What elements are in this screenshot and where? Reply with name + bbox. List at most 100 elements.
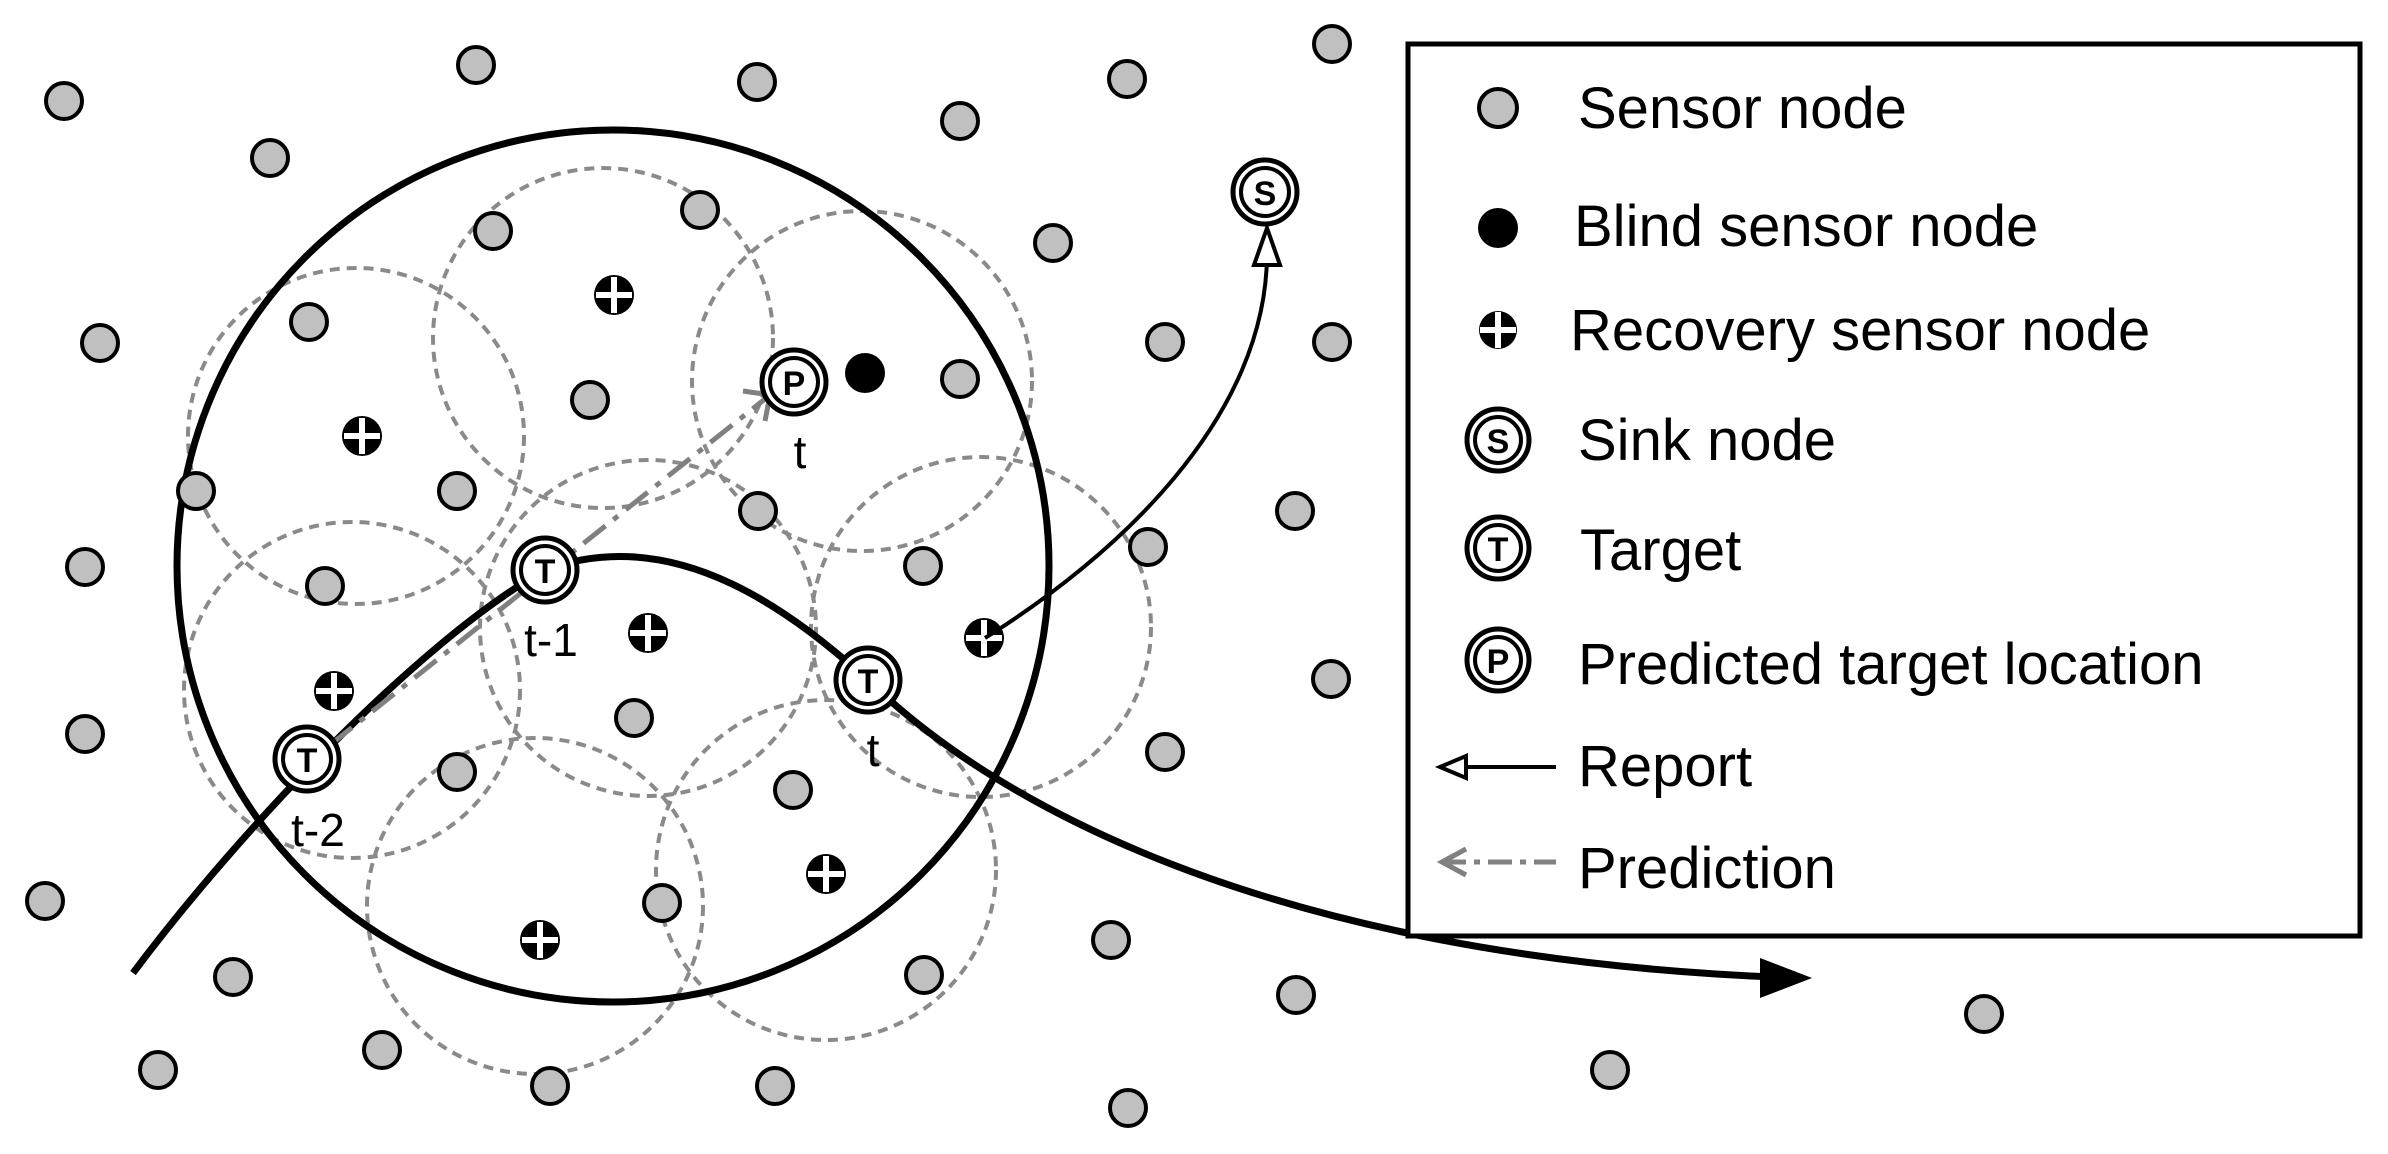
trajectory-arrowhead — [1760, 958, 1812, 998]
sensor-node — [940, 359, 980, 399]
sensor-node — [65, 547, 105, 587]
blind-sensor-node — [845, 353, 885, 393]
sensor-node — [903, 546, 943, 586]
recovery-sensor-node — [594, 275, 634, 315]
target-glyph: T — [858, 663, 879, 701]
predicted-time-label: t — [794, 426, 807, 478]
sensing-range-circles — [182, 166, 1153, 1076]
report-arrowhead — [1251, 221, 1283, 267]
legend-blind-icon — [1478, 208, 1518, 248]
recovery-sensor-node — [964, 618, 1004, 658]
sensor-node — [570, 380, 610, 420]
sensor-node — [737, 62, 777, 102]
sensor-node — [305, 566, 345, 606]
sensor-node — [1091, 920, 1131, 960]
legend-glyph: P — [1487, 643, 1510, 681]
legend-label: Blind sensor node — [1574, 194, 2038, 259]
sensor-node — [680, 190, 720, 230]
target-time-label: t-1 — [524, 614, 578, 666]
legend-sink-icon: S — [1464, 406, 1532, 474]
legend-label: Sensor node — [1578, 76, 1907, 141]
sensor-node — [940, 101, 980, 141]
sensor-node — [1275, 491, 1315, 531]
target-glyph: T — [535, 553, 556, 591]
legend: Sensor node Blind sensor node Recovery s… — [1405, 41, 2363, 939]
legend-label: Report — [1578, 734, 1752, 799]
tracking-region-circle — [173, 126, 1053, 1006]
sensor-node — [1145, 322, 1185, 362]
target-node-t-2: T — [272, 724, 342, 794]
target-glyph: T — [297, 742, 318, 780]
legend-glyph: S — [1487, 423, 1510, 461]
range-circle — [809, 455, 1153, 799]
sensor-node — [904, 955, 944, 995]
legend-sensor-icon — [1477, 87, 1519, 129]
sensor-node — [614, 698, 654, 738]
sensor-node — [773, 770, 813, 810]
sensor-node — [44, 81, 84, 121]
legend-glyph: T — [1488, 531, 1509, 569]
sensor-node — [473, 211, 513, 251]
sensor-node — [25, 881, 65, 921]
sensor-node — [1312, 322, 1352, 362]
legend-predicted-icon: P — [1464, 626, 1532, 694]
sensor-node — [250, 138, 290, 178]
target-time-label: t-2 — [291, 804, 345, 856]
sensor-node — [456, 45, 496, 85]
legend-label: Target — [1580, 518, 1741, 583]
sensor-node — [65, 714, 105, 754]
sensor-node — [1276, 975, 1316, 1015]
sensor-node — [437, 471, 477, 511]
target-node-t: T — [833, 645, 903, 715]
sensor-node — [362, 1030, 402, 1070]
range-circle — [478, 458, 818, 798]
legend-prediction-arrow-icon — [1436, 846, 1556, 878]
sensor-node — [80, 323, 120, 363]
predicted-target-node: P — [759, 347, 829, 417]
legend-label: Predicted target location — [1578, 632, 2203, 697]
sensor-node — [437, 752, 477, 792]
sensor-node — [1311, 659, 1351, 699]
sink-glyph: S — [1254, 175, 1277, 213]
report-arrow — [983, 247, 1270, 640]
sensor-node — [213, 957, 253, 997]
recovery-sensor-node — [628, 613, 668, 653]
sink-node: S — [1230, 157, 1300, 227]
legend-target-icon: T — [1464, 514, 1532, 582]
sensor-node — [1107, 59, 1147, 99]
range-circle — [186, 266, 526, 606]
range-circle — [431, 166, 775, 510]
sensor-node — [738, 491, 778, 531]
range-circle — [182, 520, 522, 860]
sensor-node — [530, 1066, 570, 1106]
legend-label: Sink node — [1578, 408, 1836, 473]
sensor-node — [755, 1066, 795, 1106]
sensor-node — [1033, 223, 1073, 263]
predicted-glyph: P — [783, 365, 806, 403]
recovery-sensor-node — [342, 416, 382, 456]
sensor-node — [1145, 732, 1185, 772]
sensor-node — [138, 1050, 178, 1090]
sensor-nodes — [25, 24, 2004, 1128]
legend-recovery-icon — [1479, 311, 1517, 349]
sensor-node — [642, 883, 682, 923]
sensor-node — [1128, 527, 1168, 567]
recovery-sensor-node — [806, 854, 846, 894]
sensor-node — [1590, 1050, 1630, 1090]
recovery-sensor-node — [314, 671, 354, 711]
sensor-node — [289, 302, 329, 342]
legend-report-arrow-icon — [1434, 752, 1556, 782]
range-circle — [654, 698, 998, 1042]
recovery-sensor-node — [520, 920, 560, 960]
target-time-label: t — [867, 724, 880, 776]
sensor-node — [1964, 994, 2004, 1034]
legend-box — [1405, 41, 2363, 939]
legend-label: Recovery sensor node — [1570, 298, 2150, 363]
sensor-node — [1312, 24, 1352, 64]
sensor-node — [176, 471, 216, 511]
legend-label: Prediction — [1578, 836, 1836, 901]
target-node-t-1: T — [510, 535, 580, 605]
recovery-sensor-nodes — [314, 275, 1004, 960]
sensor-node — [1108, 1088, 1148, 1128]
